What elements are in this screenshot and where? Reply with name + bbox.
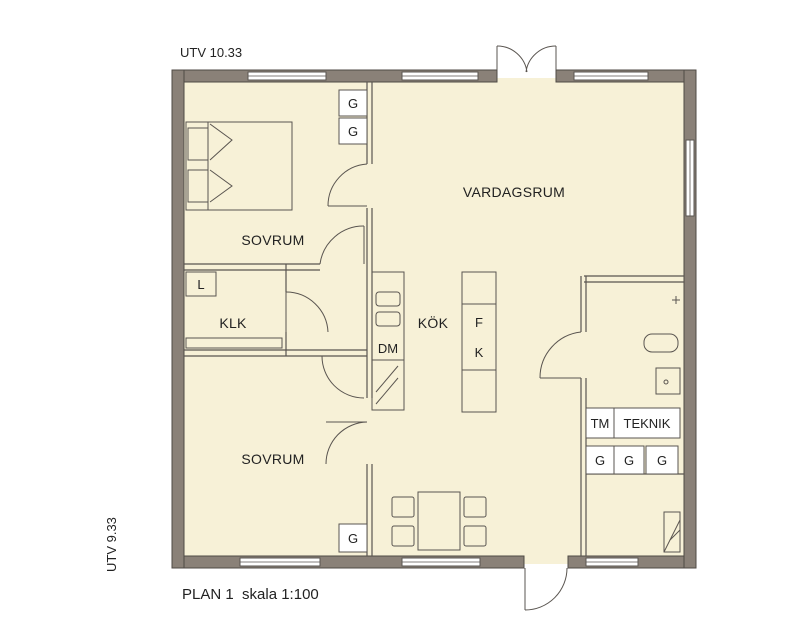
- kitchen-counter: [371, 271, 405, 411]
- window-sash-lines: [240, 75, 691, 563]
- appliance-label-g: G: [657, 453, 667, 468]
- dining-table: [391, 491, 487, 551]
- kitchen-island: [461, 271, 497, 413]
- appliance-boxes: [338, 89, 681, 553]
- height-dimension-label: UTV 9.33: [104, 517, 119, 572]
- klk-closet: [185, 271, 283, 349]
- bed: [185, 121, 293, 211]
- interior-doors: [285, 163, 582, 465]
- appliance-label-g: G: [624, 453, 634, 468]
- appliance-label-g: G: [348, 96, 358, 111]
- room-label-sovrum-bottom: SOVRUM: [241, 451, 304, 467]
- room-label-kok: KÖK: [418, 314, 449, 331]
- appliance-label-l: L: [197, 277, 204, 292]
- room-label-sovrum-top: SOVRUM: [241, 232, 304, 248]
- appliance-label-tm: TM: [591, 416, 610, 431]
- room-label-klk: KLK: [219, 315, 247, 331]
- entry-doors: [496, 45, 568, 611]
- appliance-label-g: G: [595, 453, 605, 468]
- appliance-label-g: G: [348, 124, 358, 139]
- appliance-label-g: G: [348, 531, 358, 546]
- plan-caption: PLAN 1 skala 1:100: [182, 586, 319, 603]
- room-label-vardagsrum: VARDAGSRUM: [463, 184, 565, 200]
- appliance-label-dm: DM: [378, 341, 398, 356]
- width-dimension-label: UTV 10.33: [180, 45, 242, 60]
- bathroom-fixtures: [643, 296, 681, 553]
- appliance-label-f: F: [475, 315, 483, 330]
- appliance-label-teknik: TEKNIK: [624, 416, 671, 431]
- appliance-label-k: K: [475, 345, 484, 360]
